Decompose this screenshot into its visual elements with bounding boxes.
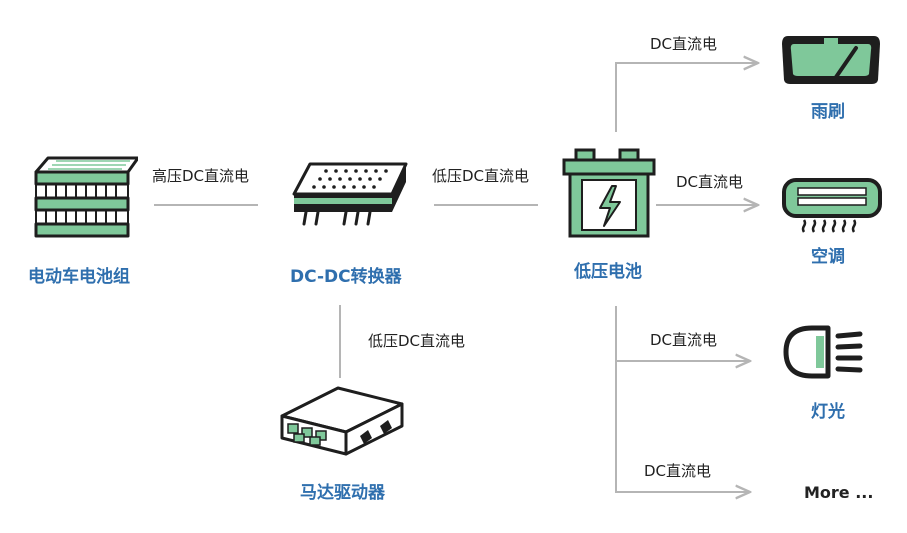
node-label-dcdc: DC-DC转换器	[290, 267, 402, 287]
edge-label-to-lights: DC直流电	[650, 331, 718, 349]
line-to-wiper	[615, 63, 758, 132]
node-label-more: More ...	[804, 483, 874, 502]
dcdc-converter-icon	[292, 162, 408, 226]
edge-label-dcdc-to-motor: 低压DC直流电	[368, 332, 466, 350]
edge-label-to-wiper: DC直流电	[650, 35, 718, 53]
edge-label-dcdc-to-battery: 低压DC直流电	[432, 167, 530, 185]
windshield-wiper-icon	[782, 36, 880, 84]
line-to-lights-more	[615, 306, 750, 492]
motor-driver-icon	[280, 386, 404, 456]
node-label-ac: 空调	[811, 247, 845, 267]
node-label-battery-pack: 电动车电池组	[28, 267, 130, 287]
node-label-wiper: 雨刷	[811, 102, 845, 122]
edge-label-to-ac: DC直流电	[676, 173, 744, 191]
edge-label-pack-to-dcdc: 高压DC直流电	[152, 167, 250, 185]
node-label-lights: 灯光	[811, 402, 845, 422]
node-label-motor-driver: 马达驱动器	[300, 483, 385, 503]
air-conditioner-icon	[782, 178, 882, 233]
node-label-lv-battery: 低压电池	[574, 262, 642, 282]
headlight-icon	[783, 325, 863, 379]
edge-label-to-more: DC直流电	[644, 462, 712, 480]
low-voltage-battery-icon	[562, 148, 656, 238]
battery-pack-icon	[34, 156, 138, 238]
